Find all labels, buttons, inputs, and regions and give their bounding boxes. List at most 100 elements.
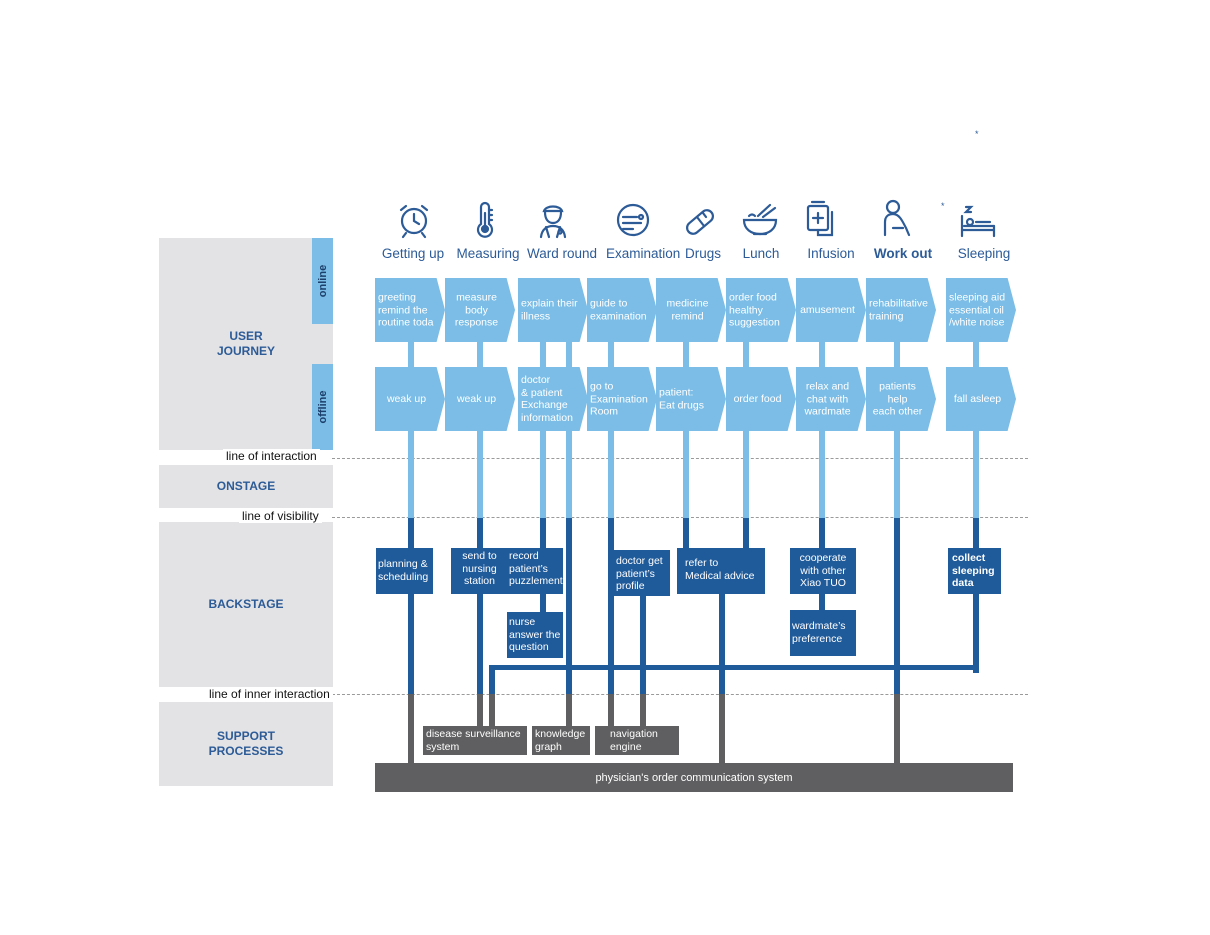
physicians-order-communication-system: physician's order communication system [375,763,1013,792]
offline-step-work-out: patients help each other [866,367,936,431]
online-step-lunch: order food healthy suggestion [726,278,796,342]
pill-icon [686,209,714,235]
step-title-lunch: Lunch [742,246,780,261]
connector-dark [683,518,689,553]
connector-support [719,694,725,764]
online-step-label: measure body response [454,291,499,329]
online-step-label: rehabilitative training [869,297,928,323]
connector-support [640,694,646,729]
connector-dark [477,518,483,695]
connector-light [540,342,546,520]
lane-support-processes: SUPPORT PROCESSES [159,702,333,786]
connector-dark [608,518,614,695]
connector-light [683,342,689,520]
connector-dark [489,665,495,695]
offline-step-label: doctor & patient Exchange information [521,374,573,424]
offline-step-label: weak up [386,392,427,405]
backstage-nurse-answer: nurse answer the question [507,612,563,658]
backstage-doctor-profile: doctor get patient’s profile [614,550,670,596]
online-step-label: guide to examination [590,297,647,323]
step-title-measuring: Measuring [456,246,520,261]
connector-light [819,342,825,520]
online-step-infusion: amusement [796,278,866,342]
line-of-inner-interaction [332,694,1028,695]
connector-light [894,342,900,520]
support-knowledge-graph: knowledge graph [532,726,590,755]
online-step-label: medicine remind [666,297,709,323]
infusion-bag-icon [806,200,834,237]
online-step-drugs: medicine remind [656,278,726,342]
line-of-visibility [332,517,1028,518]
step-title-getting-up: Getting up [381,246,445,261]
offline-step-lunch: order food [726,367,796,431]
connector-light [477,342,483,520]
backstage-send-to-nursing-station: send to nursing station [451,548,508,594]
connector-dark [640,580,646,695]
connector-support [894,694,900,764]
offline-step-label: fall asleep [953,392,1002,405]
offline-step-drugs: patient: Eat drugs [656,367,726,431]
support-disease-surveillance: disease surveillance system [423,726,527,755]
step-title-sleeping: Sleeping [957,246,1011,261]
connector-support [489,694,495,729]
online-step-sleeping: sleeping aid essential oil /white noise [946,278,1016,342]
offline-step-getting-up: weak up [375,367,445,431]
offline-step-sleeping: fall asleep [946,367,1016,431]
offline-step-label: patient: Eat drugs [659,386,704,412]
backstage-record-puzzlement: record patient’s puzzlement [507,548,563,594]
connector-light [408,342,414,520]
connector-support [608,694,614,729]
connector-light [608,342,614,520]
connector-dark [566,518,572,695]
lane-onstage: ONSTAGE [159,465,333,508]
backstage-collect-sleeping-data: collect sleeping data [948,548,1001,594]
offline-step-label: go to Examination Room [590,380,648,418]
offline-step-ward-round: doctor & patient Exchange information [518,367,588,431]
step-title-work-out: Work out [873,246,933,261]
online-step-work-out: rehabilitative training [866,278,936,342]
doctor-icon [539,205,567,239]
bed-sleep-icon [960,205,996,238]
support-navigation-engine: navigation engine [595,726,679,755]
offline-step-label: patients help each other [872,380,923,418]
step-title-drugs: Drugs [684,246,721,261]
thermometer-icon [476,201,494,238]
connector-light [743,342,749,520]
backstage-wardmate-preference: wardmate’s preference [790,610,856,656]
star-mark: * [975,129,979,139]
online-step-label: amusement [800,303,855,316]
step-title-examination: Examination [606,246,681,261]
backstage-planning-scheduling: planning & scheduling [376,548,433,594]
offline-step-label: order food [733,392,782,405]
step-title-ward-round: Ward round [526,246,598,261]
online-step-label: sleeping aid essential oil /white noise [949,291,1006,329]
connector-support [408,694,414,764]
connector-dark [408,518,414,695]
offline-label: offline [316,390,329,424]
online-step-measuring: measure body response [445,278,515,342]
online-label: online [316,264,329,298]
online-step-getting-up: greeting remind the routine toda [375,278,445,342]
online-step-label: explain their illness [521,297,578,323]
examination-icon [616,203,650,237]
line-of-inner-interaction-label: line of inner interaction [206,687,333,701]
connector-dark [894,518,900,695]
star-mark: * [941,201,945,211]
connector-dark [743,518,749,553]
connector-support [566,694,572,729]
connector-dark [719,590,725,695]
connector-horizontal [489,665,979,670]
offline-step-examination: go to Examination Room [587,367,657,431]
line-of-visibility-label: line of visibility [239,509,322,523]
connector-support [477,694,483,729]
online-tab: online [312,238,333,324]
connector-dark [819,518,825,553]
offline-step-label: relax and chat with wardmate [804,380,851,418]
offline-step-label: weak up [456,392,497,405]
lane-backstage: BACKSTAGE [159,522,333,687]
lane-user-journey: USER JOURNEY [159,238,333,450]
connector-light [973,342,979,520]
offline-step-measuring: weak up [445,367,515,431]
online-step-ward-round: explain their illness [518,278,588,342]
